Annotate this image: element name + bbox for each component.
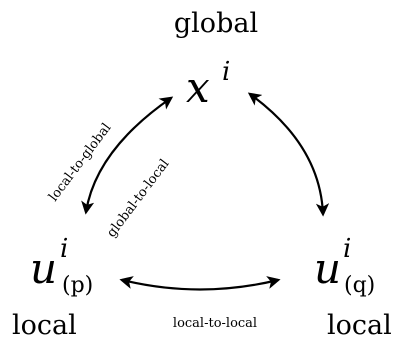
- local-q-subscript: (q): [344, 273, 375, 298]
- label-local-to-local: local-to-local: [173, 316, 257, 331]
- label-global-to-local: global-to-local: [104, 157, 172, 241]
- local-p-subscript: (p): [62, 273, 93, 298]
- arrow-local-to-local: [119, 276, 281, 291]
- local-p-superscript: i: [60, 234, 68, 264]
- arrow-global-to-local-q: [247, 92, 330, 217]
- global-coordinate-superscript: i: [222, 57, 230, 87]
- local-q-symbol: u: [314, 244, 341, 293]
- global-coordinate-symbol: x: [186, 63, 210, 112]
- local-q-superscript: i: [343, 234, 351, 264]
- local-q-caption: local: [327, 310, 392, 337]
- global-caption: global: [174, 8, 258, 39]
- local-p-caption: local: [12, 310, 77, 337]
- arrow-local-to-global: [81, 96, 174, 215]
- local-p-symbol: u: [30, 244, 57, 293]
